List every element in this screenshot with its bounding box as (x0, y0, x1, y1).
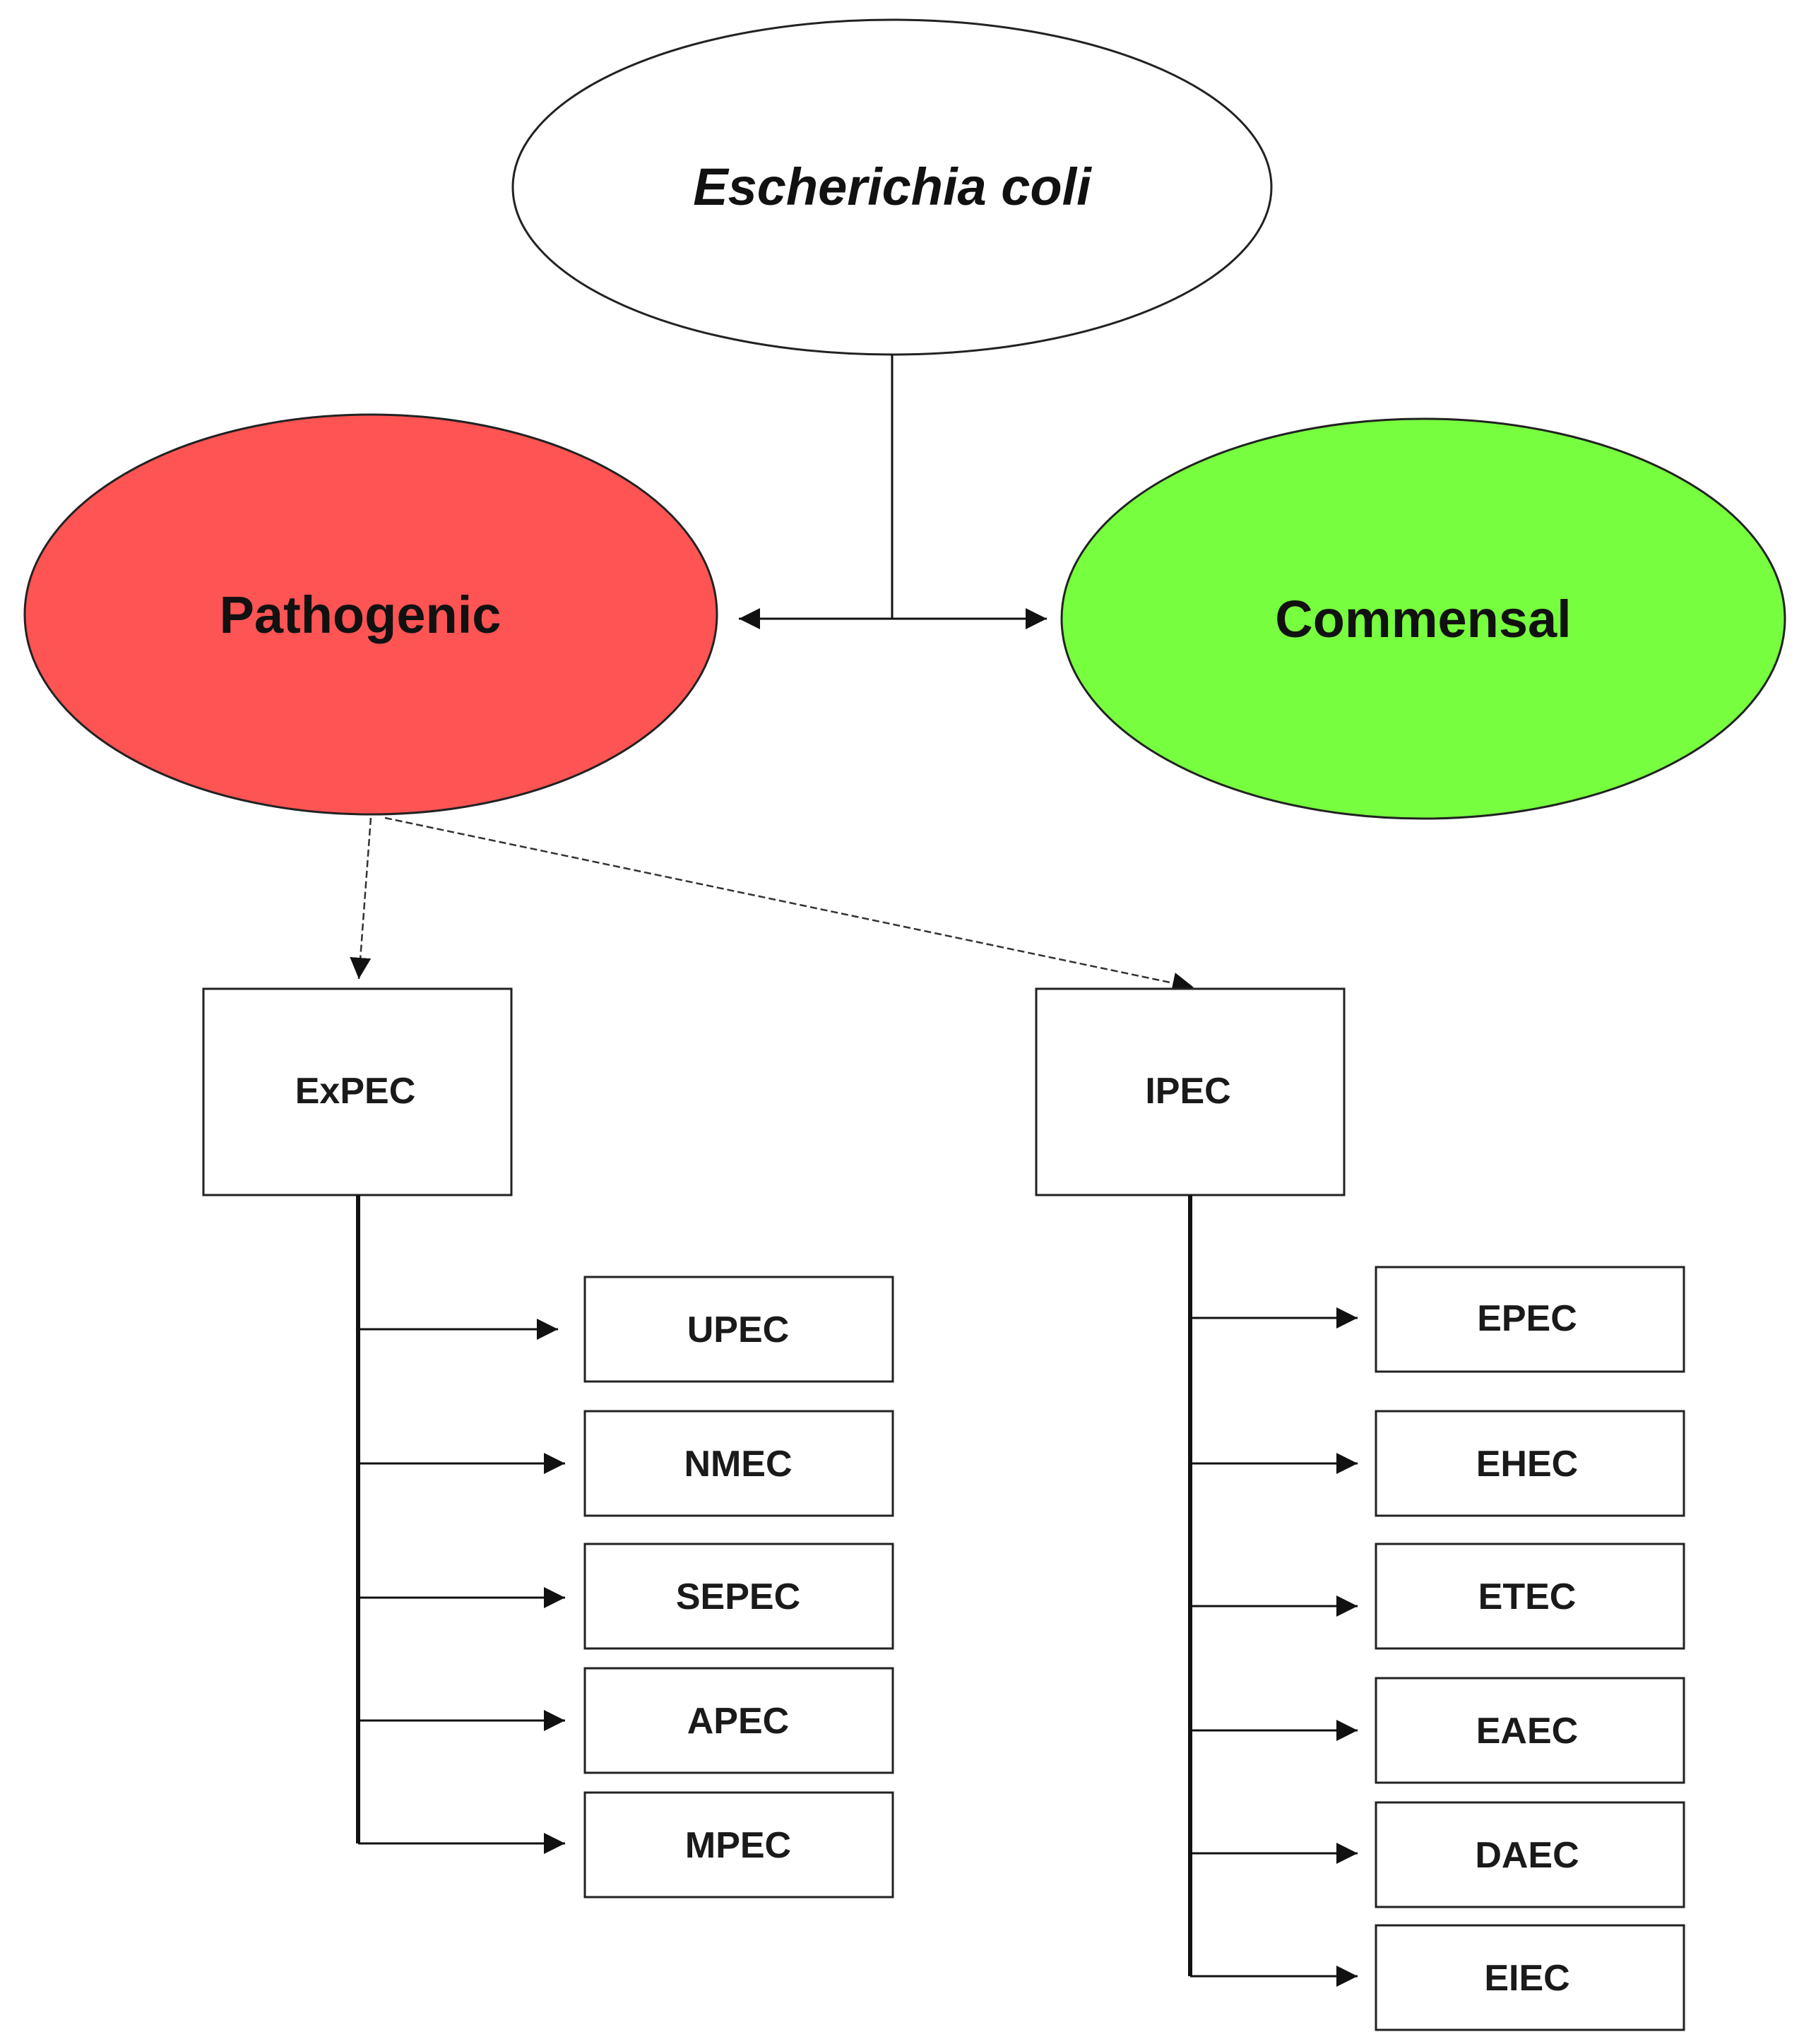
nmec-box (583, 1410, 894, 1517)
expec-child-nmec: NMEC (358, 1410, 894, 1517)
ipec-children: EPEC EHEC ETEC EAEC DAEC EIEC (1188, 1195, 1685, 2031)
daec-label: DAEC (1475, 1835, 1579, 1876)
expec-child-mpec: MPEC (358, 1791, 894, 1899)
eiec-label: EIEC (1484, 1958, 1569, 1999)
expec-group: ExPEC (202, 987, 513, 1196)
expec-child-upec: UPEC (358, 1276, 894, 1383)
pathogenic-to-groups-connectors (350, 816, 1194, 994)
ipec-child-etec: ETEC (1190, 1543, 1685, 1650)
upec-box (583, 1276, 894, 1383)
mpec-label: MPEC (685, 1825, 791, 1866)
pathogenic-label: Pathogenic (220, 586, 502, 644)
dashed-arrow-to-expec (350, 817, 372, 980)
expec-child-apec: APEC (358, 1667, 894, 1774)
ipec-box (1035, 987, 1346, 1196)
epec-box (1375, 1266, 1685, 1373)
ipec-child-daec: DAEC (1190, 1801, 1685, 1908)
ipec-child-epec: EPEC (1190, 1266, 1685, 1373)
root-to-categories-connector (739, 355, 1047, 629)
ipec-group: IPEC (1035, 987, 1346, 1196)
sepec-box (583, 1543, 894, 1650)
expec-box (202, 987, 513, 1196)
eiec-box (1375, 1924, 1685, 2031)
ehec-label: EHEC (1476, 1444, 1578, 1485)
sepec-label: SEPEC (676, 1576, 800, 1617)
expec-children: UPEC NMEC SEPEC APEC MPEC (356, 1195, 894, 1899)
commensal-node: Commensal (1060, 417, 1786, 820)
ipec-child-ehec: EHEC (1190, 1410, 1685, 1517)
etec-box (1375, 1543, 1685, 1650)
expec-label: ExPEC (295, 1071, 416, 1112)
etec-label: ETEC (1478, 1576, 1577, 1617)
epec-label: EPEC (1477, 1298, 1577, 1339)
pathogenic-ellipse (23, 413, 718, 816)
apec-label: APEC (687, 1701, 789, 1742)
pathogenic-node: Pathogenic (23, 413, 718, 816)
root-label: Escherichia coli (693, 158, 1092, 216)
eaec-label: EAEC (1476, 1711, 1578, 1752)
commensal-label: Commensal (1275, 590, 1571, 648)
commensal-ellipse (1060, 417, 1786, 820)
ipec-child-eaec: EAEC (1190, 1677, 1685, 1784)
ipec-child-eiec: EIEC (1190, 1924, 1685, 2031)
expec-child-sepec: SEPEC (358, 1543, 894, 1650)
daec-box (1375, 1801, 1685, 1908)
upec-label: UPEC (687, 1309, 789, 1350)
root-node: Escherichia coli (511, 18, 1273, 356)
mpec-box (583, 1791, 894, 1899)
ehec-box (1375, 1410, 1685, 1517)
ipec-label: IPEC (1145, 1071, 1230, 1112)
nmec-label: NMEC (684, 1444, 792, 1485)
dashed-arrow-to-ipec (384, 816, 1194, 994)
apec-box (583, 1667, 894, 1774)
eaec-box (1375, 1677, 1685, 1784)
